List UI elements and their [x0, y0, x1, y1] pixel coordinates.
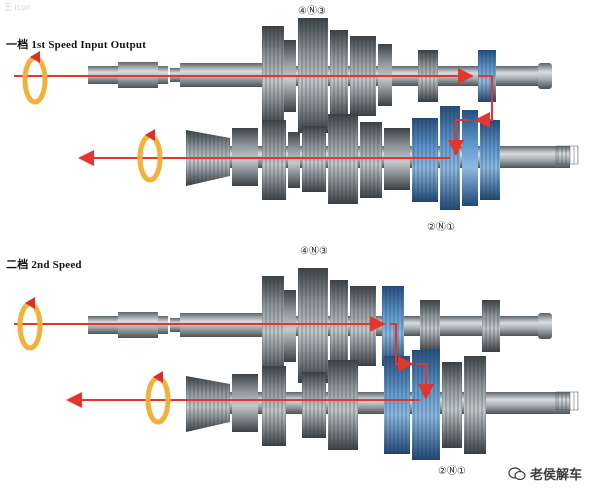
brand-watermark: 老侯解车 — [508, 464, 582, 483]
second-speed-title: 二档 2nd Speed — [6, 259, 82, 271]
first-speed-title: 一档 1st Speed Input Output — [6, 39, 147, 51]
wechat-icon — [508, 466, 526, 480]
input-rotation-icon-2 — [17, 297, 43, 351]
gear-label-4-n-3-2: ④Ⓝ③ — [300, 246, 328, 257]
power-flow-arrows-2 — [14, 316, 434, 408]
lower-gear-cluster-2 — [262, 350, 486, 460]
first-speed-diagram — [14, 18, 579, 210]
power-flow-arrows — [14, 68, 493, 166]
output-shaft-2 — [186, 374, 579, 432]
output-rotation-icon — [137, 129, 163, 183]
input-rotation-icon — [22, 51, 48, 105]
gear-label-2-n-1: ②Ⓝ① — [427, 222, 455, 233]
gear-label-2-n-1-2: ②Ⓝ① — [438, 466, 466, 477]
upper-gear-cluster-2 — [262, 268, 500, 383]
output-rotation-icon-2 — [145, 371, 171, 425]
corner-watermark: 王 icon — [4, 3, 32, 12]
first-speed-panel: 一档 1st Speed Input Output ④Ⓝ③ ②Ⓝ① — [0, 0, 600, 246]
second-speed-diagram — [14, 268, 579, 460]
brand-name: 老侯解车 — [529, 468, 582, 483]
gear-label-4-n-3: ④Ⓝ③ — [298, 6, 326, 17]
second-speed-panel: 二档 2nd Speed ④Ⓝ③ ②Ⓝ① — [0, 246, 600, 493]
